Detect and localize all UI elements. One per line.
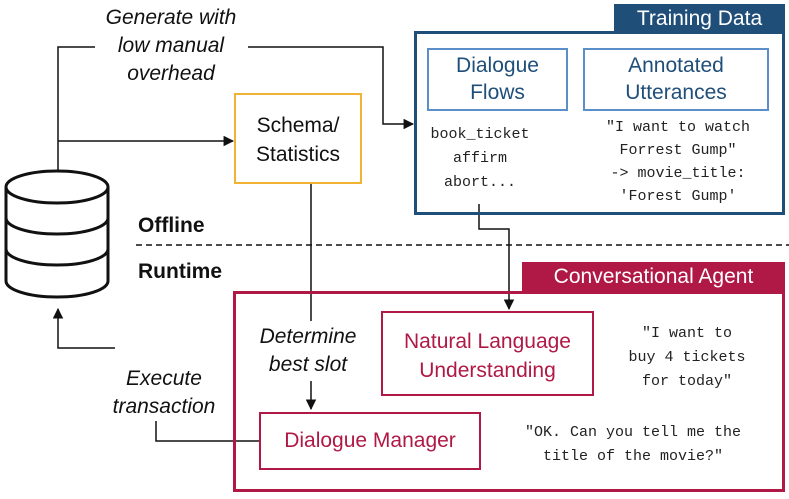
dialogue-flows-label: Dialogue Flows — [456, 54, 539, 104]
dialogue-manager-box — [259, 412, 481, 470]
dialogue-manager-label: Dialogue Manager — [284, 429, 456, 452]
nlu-label: Natural Language Understanding — [404, 330, 571, 382]
annotated-utterances-box — [583, 48, 769, 111]
annotated-utterances-example: "I want to watch Forrest Gump" -> movie_… — [605, 119, 751, 205]
dm-to-db-line — [155, 421, 260, 442]
nlu-box — [381, 311, 594, 396]
db-to-training-arrow — [248, 46, 415, 130]
flows-to-nlu-arrow — [478, 204, 515, 311]
schema-statistics-box — [234, 93, 362, 184]
conversational-agent-header — [522, 262, 785, 292]
dm-to-db-arrow — [52, 307, 115, 349]
dialogue-flows-box — [427, 48, 568, 111]
offline-label: Offline — [138, 214, 205, 237]
generate-note: Generate with low manual overhead — [105, 6, 237, 85]
schema-statistics-label: Schema/ Statistics — [255, 114, 341, 166]
training-data-panel — [414, 31, 785, 215]
runtime-label: Runtime — [138, 260, 222, 283]
execute-transaction-note: Execute transaction — [96, 365, 232, 421]
conversational-agent-title: Conversational Agent — [553, 265, 754, 288]
nlu-example: "I want to buy 4 tickets for today" — [628, 325, 746, 390]
dialogue-flows-example: book_ticket affirm abort... — [430, 126, 530, 191]
determine-slot-note: Determine best slot — [240, 323, 376, 379]
dialogue-manager-example: "OK. Can you tell me the title of the mo… — [524, 424, 742, 465]
db-to-training-line — [57, 46, 95, 178]
annotated-utterances-label: Annotated Utterances — [625, 54, 727, 104]
training-data-header — [614, 4, 785, 34]
database-icon — [4, 169, 110, 299]
training-data-title: Training Data — [636, 7, 763, 30]
conversational-agent-panel — [233, 291, 785, 492]
